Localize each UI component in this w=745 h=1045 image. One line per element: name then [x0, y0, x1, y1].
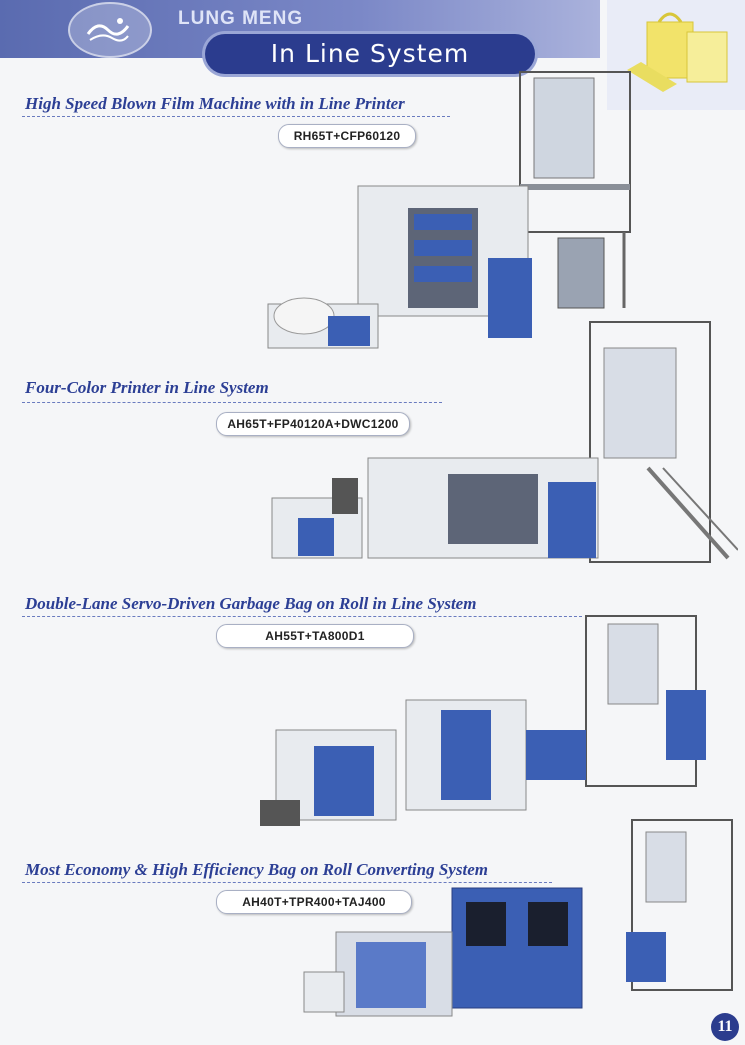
page-number: 11	[711, 1013, 739, 1041]
bag-on-roll-converting-machine	[303, 819, 733, 1017]
section-2-divider	[22, 402, 442, 403]
section-1-title: High Speed Blown Film Machine with in Li…	[25, 94, 405, 113]
section-2-model: AH65T+FP40120A+DWC1200	[216, 412, 410, 436]
company-logo-icon	[68, 2, 152, 58]
section-3-title: Double-Lane Servo-Driven Garbage Bag on …	[25, 594, 477, 613]
section-1-divider	[22, 116, 450, 117]
brand-name: LUNG MENG	[178, 8, 304, 29]
four-color-printer-line-machine	[271, 321, 738, 563]
section-2-title: Four-Color Printer in Line System	[25, 378, 269, 397]
section-3-divider	[22, 616, 582, 617]
section-4-model: AH40T+TPR400+TAJ400	[216, 890, 412, 914]
section-3-model: AH55T+TA800D1	[216, 624, 414, 648]
section-4-divider	[22, 882, 552, 883]
page-title: In Line System	[205, 34, 535, 74]
section-1-model: RH65T+CFP60120	[278, 124, 416, 148]
section-4-title: Most Economy & High Efficiency Bag on Ro…	[25, 860, 488, 879]
blown-film-printer-machine	[267, 71, 631, 349]
garbage-bag-on-roll-machine	[260, 615, 706, 826]
